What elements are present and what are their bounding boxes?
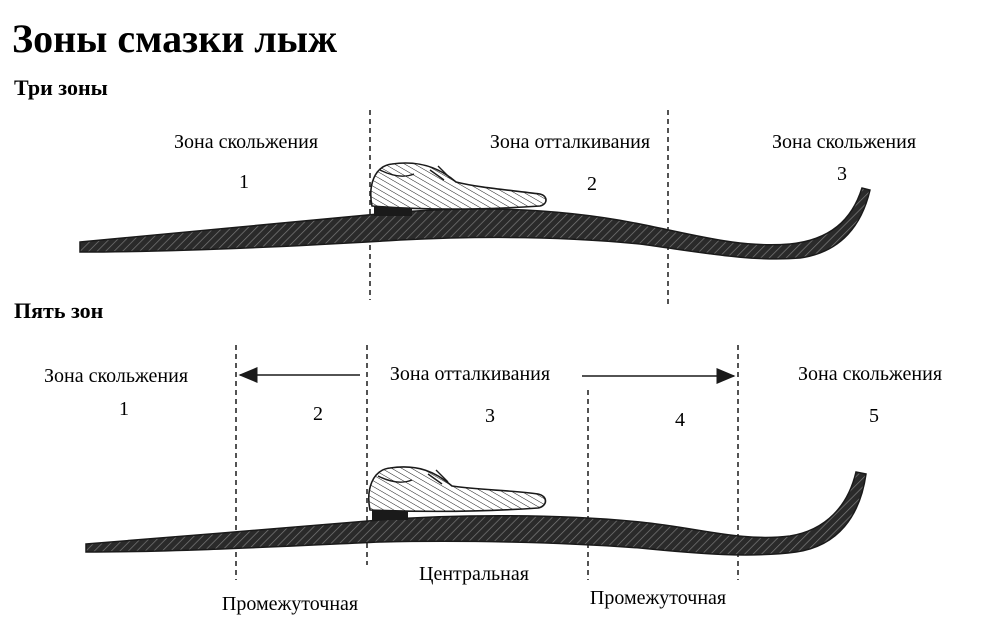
zone-number: 2: [313, 403, 323, 425]
push-zone-label: Зона отталкивания: [390, 363, 550, 385]
intermediate-zone-label-right: Промежуточная: [590, 587, 726, 609]
zone-label: Зона скольжения: [174, 131, 318, 153]
ski-shape: [85, 471, 867, 556]
zone-number: 5: [869, 405, 879, 427]
zone-number: 4: [675, 409, 685, 431]
zone-number: 3: [837, 163, 847, 185]
zone-number: 2: [587, 173, 597, 195]
zone-label: Зона скольжения: [772, 131, 916, 153]
three-zones-section: Зона скольжения 1 Зона отталкивания 2 Зо…: [79, 110, 916, 305]
page-title: Зоны смазки лыж: [12, 16, 337, 61]
ski-boot: [370, 162, 547, 216]
zone-label: Зона скольжения: [798, 363, 942, 385]
zone-label: Зона скольжения: [44, 365, 188, 387]
ski-boot: [368, 466, 547, 520]
intermediate-zone-label-left: Промежуточная: [222, 593, 358, 615]
zone-number: 3: [485, 405, 495, 427]
five-zones-heading: Пять зон: [14, 298, 104, 323]
ski-shape: [79, 187, 871, 260]
three-zones-heading: Три зоны: [14, 75, 108, 100]
zone-label: Зона отталкивания: [490, 131, 650, 153]
zone-number: 1: [239, 171, 249, 193]
central-zone-label: Центральная: [419, 563, 529, 585]
five-zones-section: Зона скольжения Зона отталкивания Зона с…: [44, 345, 942, 615]
zone-number: 1: [119, 398, 129, 420]
